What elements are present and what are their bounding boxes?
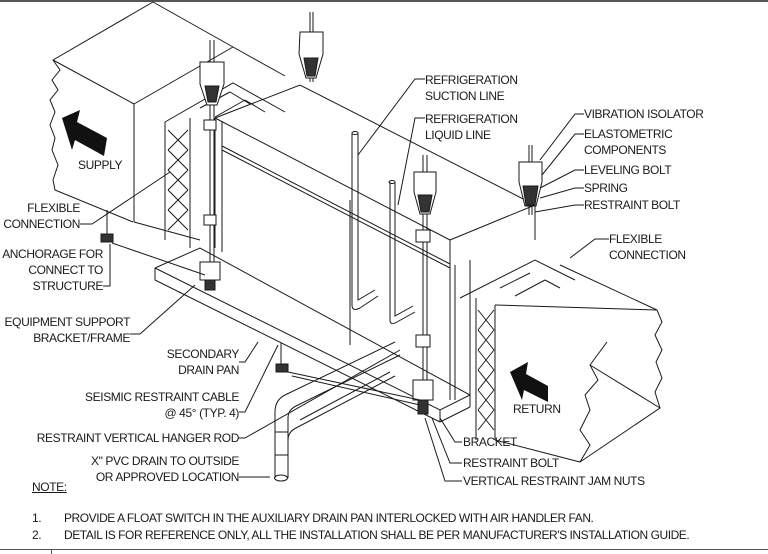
air-handler-unit (214, 84, 536, 400)
return-label: RETURN (513, 402, 561, 416)
return-duct (494, 264, 663, 463)
return-flex-connection (459, 259, 576, 440)
supply-duct (49, 1, 286, 241)
return-arrow-icon (510, 362, 548, 402)
refrigeration-suction-line (351, 131, 379, 310)
vibration-isolator-detail (518, 145, 543, 215)
leader-lines (80, 78, 609, 482)
elastometric-components-label: ELASTOMETRIC COMPONENTS (584, 127, 673, 157)
refrigeration-suction-line-label: REFRIGERATION SUCTION LINE (425, 73, 518, 103)
vibration-isolator-label: VIBRATION ISOLATOR (584, 107, 704, 121)
supply-flex-connection (164, 82, 286, 248)
hanger-rod-left (199, 40, 225, 291)
restraint-bolt-top-label: RESTRAINT BOLT (584, 198, 680, 212)
hanger-rod-top-middle (298, 12, 324, 82)
restraint-vertical-hanger-rod-label: RESTRAINT VERTICAL HANGER ROD (36, 431, 240, 445)
seismic-restraint-cable-label: SEISMIC RESTRAINT CABLE @ 45° (TYP. 4) (85, 390, 239, 420)
frame-top-border (0, 0, 768, 2)
seismic-restraint-cables (100, 210, 421, 406)
note-item: 1.PROVIDE A FLOAT SWITCH IN THE AUXILIAR… (32, 511, 594, 525)
anchorage-label: ANCHORAGE FOR CONNECT TO STRUCTURE (2, 247, 103, 293)
spring-label: SPRING (584, 181, 628, 195)
refrigeration-liquid-line-label: REFRIGERATION LIQUID LINE (425, 112, 518, 142)
vertical-restraint-jam-nuts-label: VERTICAL RESTRAINT JAM NUTS (463, 474, 645, 488)
hanger-rod-right (412, 155, 437, 415)
flexible-connection-left-label: FLEXIBLE CONNECTION (3, 201, 80, 231)
supply-arrow-icon (62, 110, 107, 156)
pvc-drain-label: X" PVC DRAIN TO OUTSIDE OR APPROVED LOCA… (91, 454, 239, 484)
note-item: 2.DETAIL IS FOR REFERENCE ONLY, ALL THE … (32, 528, 690, 542)
equipment-support-label: EQUIPMENT SUPPORT BRACKET/FRAME (4, 315, 131, 345)
leveling-bolt-label: LEVELING BOLT (584, 163, 672, 177)
flexible-connection-right-label: FLEXIBLE CONNECTION (609, 232, 686, 262)
frame-bottom-border (0, 549, 768, 550)
refrigeration-liquid-line (388, 180, 416, 325)
supply-label: SUPPLY (78, 158, 123, 172)
notes-title: NOTE: (32, 480, 67, 494)
restraint-bolt-bottom-label: RESTRAINT BOLT (463, 456, 559, 470)
secondary-drain-pan-label: SECONDARY DRAIN PAN (166, 347, 240, 377)
title-block-divider (51, 549, 52, 554)
bracket-label: BRACKET (463, 435, 517, 449)
pvc-drain-pipe (274, 341, 401, 482)
